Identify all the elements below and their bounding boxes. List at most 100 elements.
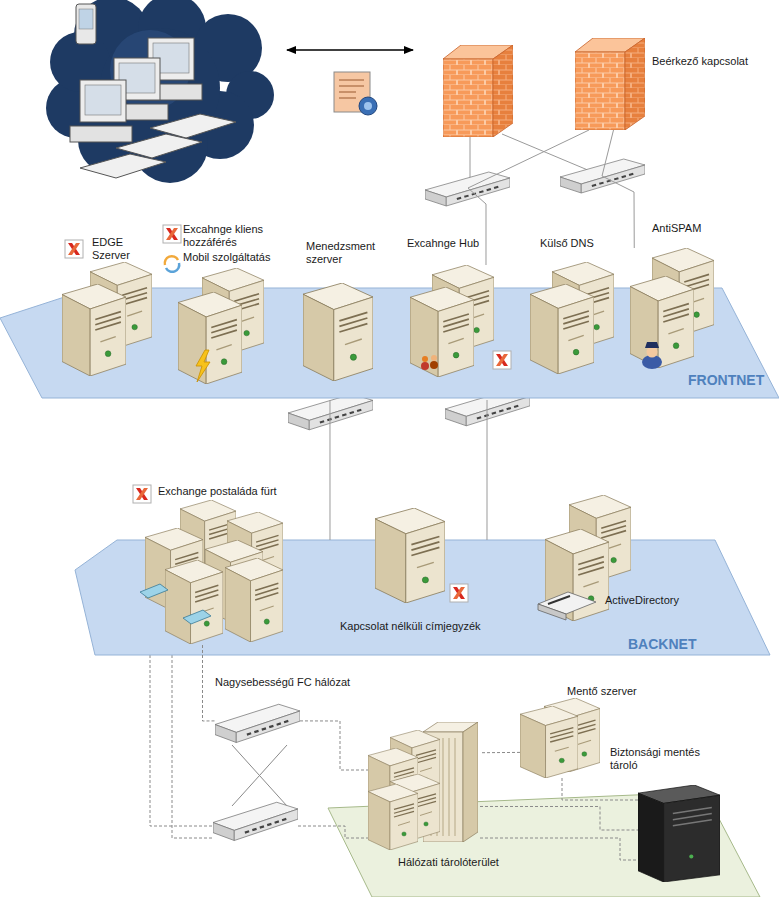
sync-icon [166,263,179,272]
tape-device-icon [538,592,596,620]
server-group: ActiveDirectory [545,495,633,625]
server-group: AntiSPAM [630,248,715,370]
exchange-icon [493,351,511,369]
firewall: Beérkező kapcsolat [575,38,645,130]
server-group-shape [630,248,715,370]
node-label: Mentő szerver [567,685,667,698]
network-link [329,400,330,540]
people-icon [431,355,437,361]
client-cloud [80,154,166,178]
tape-device-icon [538,604,566,620]
client-cloud [110,30,190,110]
fc-switch [213,802,298,840]
fc-link [480,752,520,753]
storage-tower: Biztonsági mentés tároló [638,785,720,882]
server-group-shape [62,262,154,377]
policy-document-icon [364,102,372,110]
device-graphic [520,706,578,778]
device-graphic [545,529,609,621]
server-group: Menedzsment szerver [303,283,373,383]
device-graphic [375,508,445,603]
client-cloud [132,107,208,183]
network-switch [560,159,645,193]
client-cloud [70,126,132,142]
device-graphic [225,558,283,642]
client-cloud [85,85,121,115]
client-cloud [78,106,146,174]
hba-icon [140,584,211,624]
fc-switch-shape [215,702,300,747]
client-cloud [46,78,106,138]
storage-tower-shape [638,785,720,882]
client-cloud [80,80,126,122]
device-graphic [368,784,418,850]
node-label: Kapcsolat nélküli címjegyzék [340,620,520,633]
device-graphic [62,284,126,376]
server-group-shape [178,268,266,386]
client-cloud [194,14,262,82]
people-icon [430,361,438,369]
fc-link [480,806,638,830]
network-switch [288,394,373,430]
people-icon [421,362,429,370]
policy-document-icon [339,80,364,98]
device-graphic [638,785,720,882]
server-group-shape [303,283,373,383]
policy-document-icon [334,72,370,112]
guard-icon [642,355,662,369]
fc-link [203,645,216,721]
network-link [468,130,589,265]
device-graphic [165,560,223,644]
device-graphic [530,284,594,374]
node-label: EDGE Szerver [92,236,140,262]
exchange-icon [163,225,181,243]
device-graphic [575,38,645,130]
node-label: Beérkező kapcsolat [652,55,772,68]
device-graphic [630,276,694,368]
firewall [443,45,513,137]
node-label: AntiSPAM [652,222,732,235]
san-array: Hálózati tárolóterület [368,722,480,850]
client-cloud [138,0,206,62]
hba-icon [183,610,211,624]
san-array-shape [368,722,480,850]
client-cloud [119,63,155,93]
server-group: EDGE Szerver [62,262,154,377]
band-label: FRONTNET [688,372,778,388]
network-band: FRONTNETEDGE SzerverExcahnge kliens hozz… [0,288,779,400]
node-label: Excahnge kliens hozzáférés [183,223,275,249]
server-group: Mentő szerver [520,698,605,778]
node-label: Exchange postaláda fürt [158,485,318,498]
policy-document-icon [359,97,377,115]
connection-arrow [287,49,413,50]
node-label: Excahnge Hub [407,237,487,250]
tape-device-icon [538,592,596,614]
server-group: Kapcsolat nélküli címjegyzék [375,508,445,603]
tape-device-icon [548,596,570,604]
client-cloud [79,9,93,29]
server-group: Excahnge kliens hozzáférésMobil szolgált… [178,268,266,386]
band-label: BACKNET [628,636,718,652]
server-group-shape [410,265,495,377]
lightning-icon [196,350,210,382]
client-cloud [140,84,202,100]
client-cloud [106,104,168,120]
client-cloud [150,114,236,138]
network-band: BACKNETExchange postaláda fürtKapcsolat … [75,540,770,655]
network-wire [470,134,602,186]
client-cloud [153,43,189,73]
fc-link [300,721,368,770]
policy-document-icon [334,72,377,115]
server-group: Külső DNS [530,262,615,374]
network-switch [425,172,510,206]
fc-cross-wire [232,745,287,806]
sync-icon [165,256,178,265]
node-label: Külső DNS [540,237,620,250]
node-label: Menedzsment szerver [306,240,382,266]
device-graphic [410,287,474,377]
exchange-icon [65,240,83,258]
node-label: Nagysebességű FC hálózat [215,676,385,689]
